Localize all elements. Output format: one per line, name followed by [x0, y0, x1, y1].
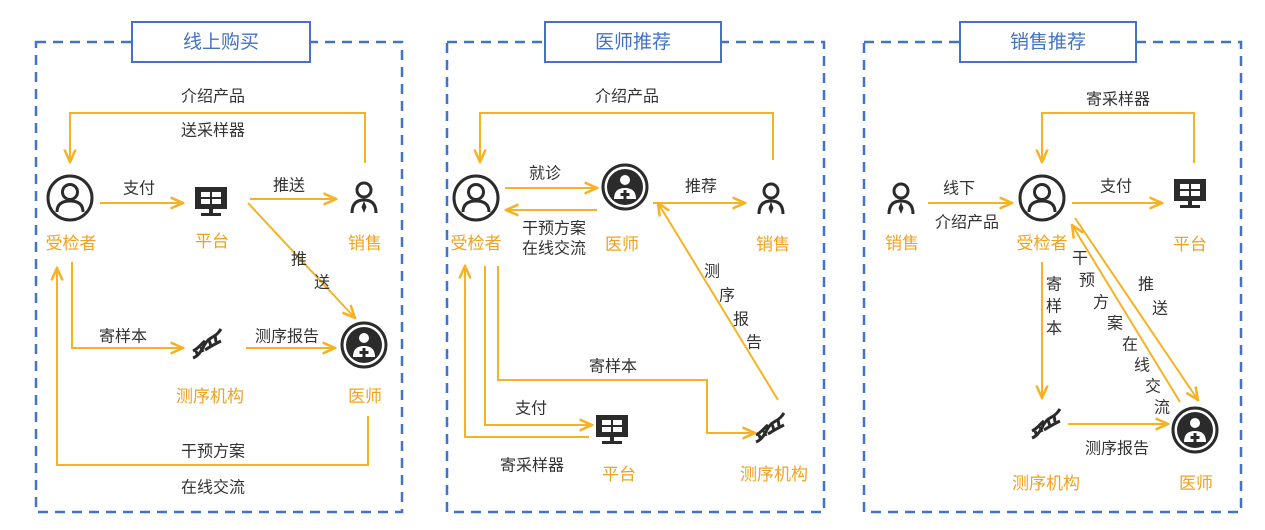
dna-icon [191, 327, 223, 360]
platform-icon [596, 415, 628, 444]
node-platform: 平台 [195, 232, 229, 252]
edge-pay: 支付 [1100, 177, 1132, 196]
edge-push: 推送 [273, 176, 305, 195]
edge-iv-3: 方 [1093, 293, 1109, 312]
edge-report-3: 报 [733, 310, 749, 329]
arrow-push [1074, 217, 1198, 400]
sales-icon [757, 182, 785, 216]
edge-report-1: 测 [704, 262, 720, 281]
examinee-icon [452, 174, 500, 222]
node-examinee: 受检者 [1017, 234, 1068, 254]
edge-recommend: 推荐 [685, 177, 717, 196]
arrow-sales-to-examinee [480, 112, 774, 162]
panel-title: 医师推荐 [595, 31, 671, 53]
node-examinee: 受检者 [46, 234, 97, 254]
panel-title: 销售推荐 [1010, 31, 1086, 53]
edge-mail-2: 样 [1046, 297, 1062, 316]
edge-iv-5: 在 [1122, 335, 1138, 354]
edge-iv-8: 流 [1154, 398, 1170, 417]
panel-sales-recommend: 销售推荐 销售 受检者 平台 测序机构 医师 寄采样器 线下 介绍产品 支付 寄… [862, 21, 1243, 514]
edge-report: 测序报告 [255, 327, 319, 346]
edge-send-kit: 送采样器 [181, 121, 245, 140]
edge-push-2: 送 [1152, 299, 1168, 318]
panel-title-box [544, 21, 722, 63]
arrow-mail-kit [465, 266, 589, 438]
doctor-icon [601, 163, 649, 211]
edge-mail-sample: 寄样本 [99, 327, 147, 346]
edge-intro-product: 介绍产品 [595, 87, 659, 106]
node-sales: 销售 [348, 234, 382, 254]
sales-icon [350, 181, 378, 215]
edge-intervention: 干预方案 [181, 442, 245, 461]
arrow-pay [484, 266, 592, 425]
panel-online-purchase: 线上购买 受检者 平台 销售 测序机构 医师 介绍产品 送采样器 支付 推送 推… [34, 21, 404, 514]
node-lab: 测序机构 [1012, 474, 1080, 494]
node-doctor: 医师 [348, 387, 382, 407]
edge-report-2: 序 [719, 286, 735, 305]
arrow-mail-kit [1042, 112, 1195, 163]
edge-visit: 就诊 [529, 164, 561, 183]
edge-online: 在线交流 [181, 478, 245, 497]
edge-mail-1: 寄 [1046, 275, 1062, 294]
panel-title-box [131, 21, 311, 63]
dna-icon [1030, 407, 1062, 440]
node-sales: 销售 [885, 234, 919, 254]
edge-intervention: 干预方案 [522, 219, 586, 238]
panel-title: 线上购买 [183, 31, 259, 53]
edge-push-1: 推 [1138, 275, 1154, 294]
edge-pay: 支付 [123, 179, 155, 198]
platform-icon [195, 187, 227, 216]
edge-offline: 线下 [943, 179, 975, 198]
edge-mail-sample: 寄样本 [589, 357, 637, 376]
edge-mail-3: 本 [1046, 319, 1062, 338]
arrow-report [658, 203, 779, 401]
node-platform: 平台 [602, 465, 636, 485]
panel-doctor-recommend: 医师推荐 受检者 医师 销售 平台 测序机构 介绍产品 就诊 干预方案 在线交流… [445, 21, 826, 514]
edge-iv-6: 线 [1134, 356, 1150, 375]
arrow-mail-sample [497, 266, 755, 433]
node-platform: 平台 [1173, 235, 1207, 255]
edge-report: 测序报告 [1085, 439, 1149, 458]
node-doctor: 医师 [1179, 474, 1213, 494]
edge-online: 在线交流 [522, 239, 586, 258]
edge-iv-2: 预 [1079, 271, 1095, 290]
sales-icon [887, 182, 915, 216]
edge-pay: 支付 [515, 399, 547, 418]
node-doctor: 医师 [605, 235, 639, 255]
platform-icon [1174, 179, 1206, 208]
panel-border [34, 40, 404, 514]
doctor-icon [1171, 406, 1219, 454]
dna-icon [754, 411, 786, 444]
edge-push-d1: 推 [291, 250, 307, 269]
node-lab: 测序机构 [740, 465, 808, 485]
edge-iv-1: 干 [1072, 249, 1088, 268]
node-examinee: 受检者 [451, 234, 502, 254]
edge-push-d2: 送 [314, 273, 330, 292]
edge-intro-product: 介绍产品 [181, 87, 245, 106]
edge-mail-kit: 寄采样器 [1086, 90, 1150, 109]
arrow-sales-to-examinee [70, 112, 366, 163]
edge-iv-7: 交 [1145, 377, 1161, 396]
examinee-icon [46, 174, 94, 222]
arrow-intervention [57, 268, 369, 466]
examinee-icon [1018, 174, 1066, 222]
edge-intro-product: 介绍产品 [935, 213, 999, 232]
edge-mail-kit: 寄采样器 [500, 456, 564, 475]
arrow-intervention-online [1072, 225, 1181, 403]
edge-report-4: 告 [746, 333, 762, 352]
doctor-icon [340, 321, 388, 369]
node-sales: 销售 [756, 235, 790, 255]
edge-iv-4: 案 [1107, 314, 1123, 333]
panel-title-box [959, 21, 1137, 63]
arrow-push-doctor [247, 202, 355, 318]
node-lab: 测序机构 [176, 387, 244, 407]
arrow-mail-sample [71, 262, 183, 348]
